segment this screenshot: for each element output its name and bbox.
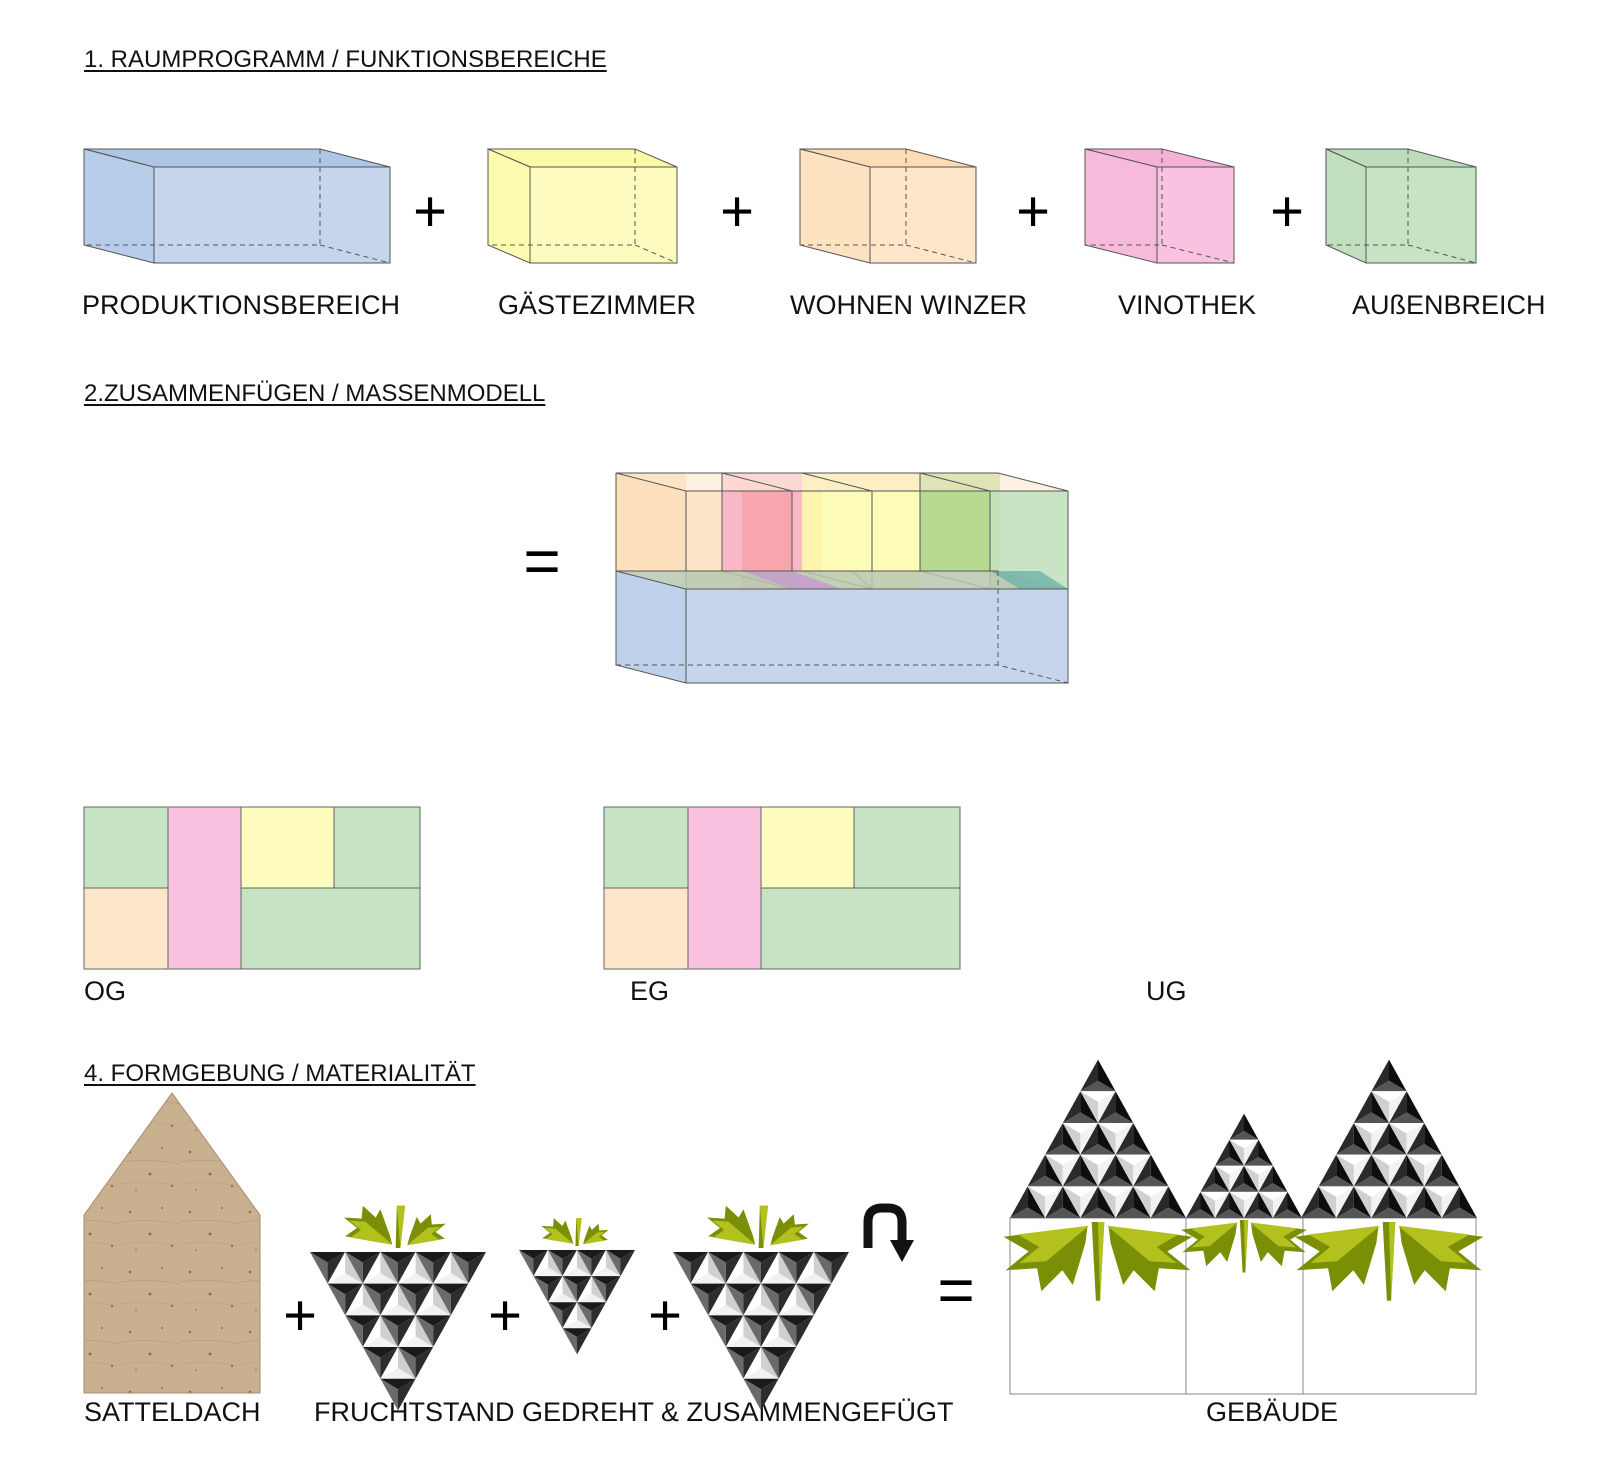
plus-3: + <box>1016 179 1050 244</box>
floorplan-eg <box>603 806 961 970</box>
fruit-cluster-large-1 <box>310 1205 486 1411</box>
box-vinothek <box>1084 148 1235 264</box>
plus-7: + <box>648 1283 682 1348</box>
building-roof-left <box>1010 1059 1186 1218</box>
label-gaestezimmer: GÄSTEZIMMER <box>498 290 697 320</box>
heading-formgebung: 4. FORMGEBUNG / MATERIALITÄT <box>84 1060 476 1087</box>
plus-6: + <box>488 1283 522 1348</box>
label-eg: EG <box>630 976 670 1006</box>
fruit-cluster-small <box>519 1218 635 1355</box>
label-ug: UG <box>1146 976 1187 1006</box>
fruit-cluster-large-2 <box>673 1205 849 1411</box>
box-gaestezimmer <box>487 148 678 264</box>
rotate-arrow-head-icon <box>890 1240 914 1262</box>
heading-raumprogramm: 1. RAUMPROGRAMM / FUNKTIONSBEREICHE <box>84 46 607 73</box>
label-gebaeude: GEBÄUDE <box>1206 1397 1339 1427</box>
box-produktionsbereich <box>83 148 391 264</box>
box-aussenbereich <box>1325 148 1477 264</box>
label-fruchtstand: FRUCHTSTAND GEDREHT & ZUSAMMENGEFÜGT <box>314 1397 954 1427</box>
label-vinothek: VINOTHEK <box>1118 290 1257 320</box>
building-leaf-middle <box>1181 1220 1307 1273</box>
plus-4: + <box>1270 179 1304 244</box>
equals-2: = <box>937 1254 974 1326</box>
building-leaf-left <box>1003 1222 1193 1301</box>
mass-model <box>615 472 1069 684</box>
box-wohnen-winzer <box>799 148 977 264</box>
plus-1: + <box>413 179 447 244</box>
rotate-arrow-icon <box>863 1203 907 1248</box>
floorplan-og <box>83 806 421 970</box>
building-roof-middle <box>1186 1113 1302 1218</box>
satteldach-wood-house <box>83 1092 261 1394</box>
plus-2: + <box>720 179 754 244</box>
heading-massenmodell: 2.ZUSAMMENFÜGEN / MASSENMODELL <box>84 380 546 407</box>
label-satteldach: SATTELDACH <box>84 1397 261 1427</box>
plus-5: + <box>283 1283 317 1348</box>
building-leaf-right <box>1294 1222 1484 1301</box>
label-og: OG <box>84 976 127 1006</box>
label-produktionsbereich: PRODUKTIONSBEREICH <box>82 290 401 320</box>
equals-1: = <box>523 525 560 597</box>
building-roof-right <box>1301 1059 1477 1218</box>
label-wohnen-winzer: WOHNEN WINZER <box>790 290 1027 320</box>
label-aussenbereich: AUßENBREICH <box>1352 290 1546 320</box>
